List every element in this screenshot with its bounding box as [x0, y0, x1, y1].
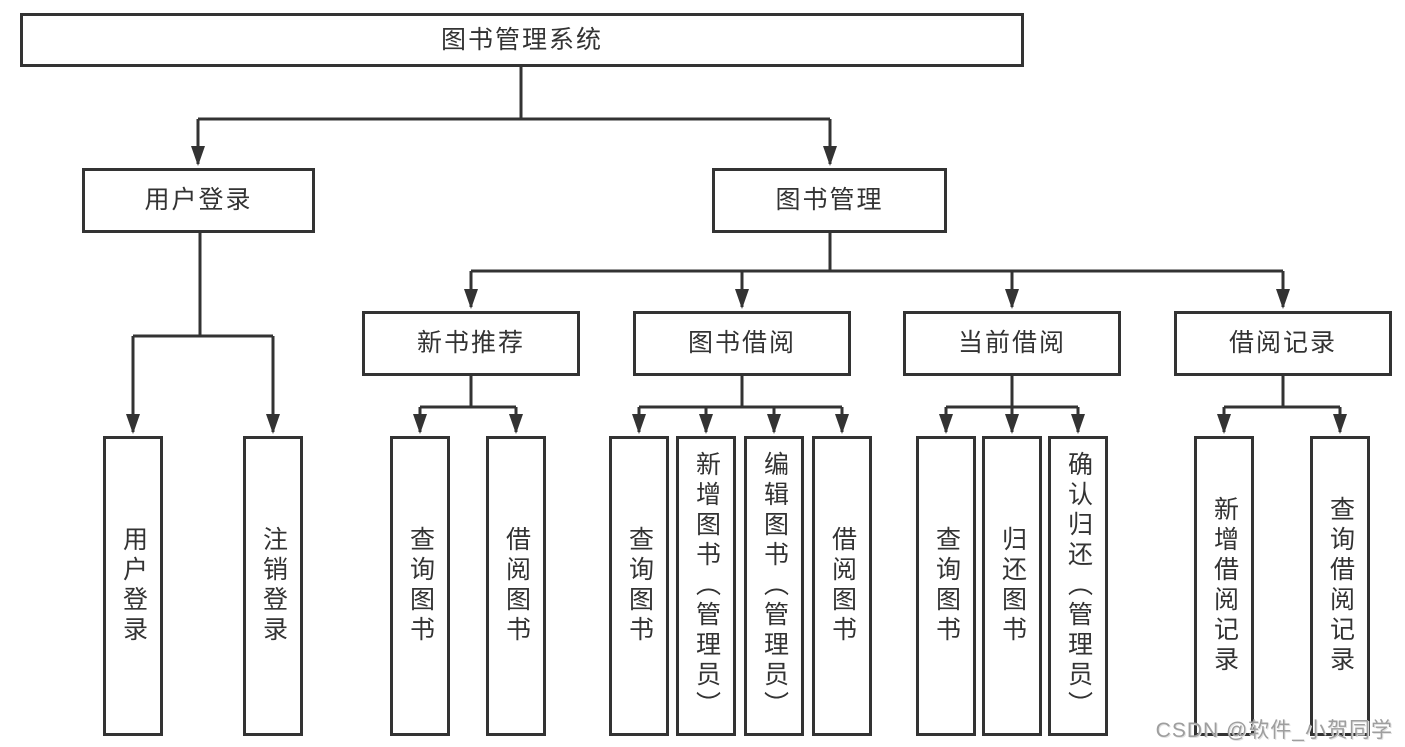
node-current-borrowing: 当前借阅: [903, 311, 1121, 376]
leaf-query-books-recommend: 查询图书: [390, 436, 450, 736]
leaf-confirm-return-admin: 确认归还（管理员）: [1048, 436, 1108, 736]
leaf-borrow-books-borrowing: 借阅图书: [812, 436, 872, 736]
node-library-system: 图书管理系统: [20, 13, 1024, 67]
leaf-return-books: 归还图书: [982, 436, 1042, 736]
watermark-text: CSDN @软件_小贺同学: [1155, 719, 1393, 742]
leaf-add-borrow-record: 新增借阅记录: [1194, 436, 1254, 736]
leaf-query-borrow-record: 查询借阅记录: [1310, 436, 1370, 736]
node-borrowing-records: 借阅记录: [1174, 311, 1392, 376]
node-user-login: 用户登录: [82, 168, 315, 233]
leaf-add-book-admin: 新增图书（管理员）: [676, 436, 736, 736]
leaf-query-books-borrowing: 查询图书: [609, 436, 669, 736]
leaf-user-login: 用户登录: [103, 436, 163, 736]
node-book-management: 图书管理: [712, 168, 947, 233]
leaf-borrow-books-recommend: 借阅图书: [486, 436, 546, 736]
node-new-book-recommendation: 新书推荐: [362, 311, 580, 376]
leaf-edit-book-admin: 编辑图书（管理员）: [744, 436, 804, 736]
node-book-borrowing: 图书借阅: [633, 311, 851, 376]
leaf-logout: 注销登录: [243, 436, 303, 736]
leaf-query-books-current: 查询图书: [916, 436, 976, 736]
